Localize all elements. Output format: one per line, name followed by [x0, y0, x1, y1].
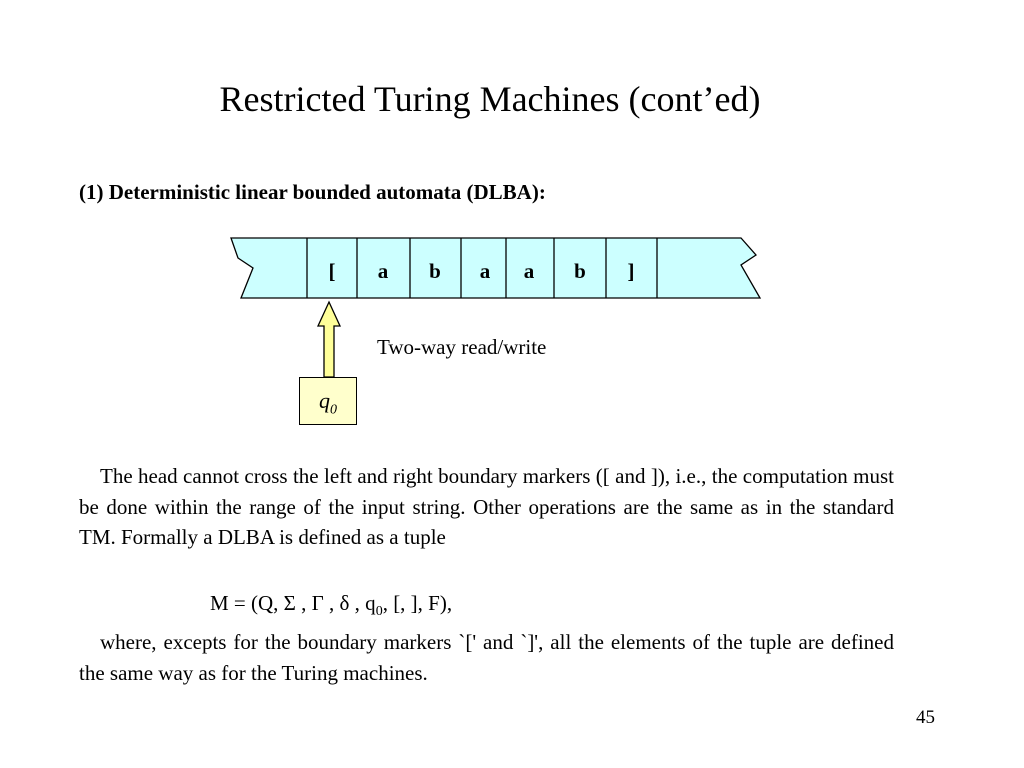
tape-cell-symbol: a — [480, 259, 491, 283]
state-symbol: q — [319, 388, 330, 413]
state-box: q0 — [299, 377, 357, 425]
tape-body — [230, 237, 762, 299]
tape-cell-symbol: a — [524, 259, 535, 283]
body-paragraph-2: where, excepts for the boundary markers … — [79, 630, 894, 685]
head-label: Two-way read/write — [377, 335, 547, 359]
body-paragraph-1: The head cannot cross the left and right… — [79, 464, 894, 549]
tuple-formula: M = (Q, Σ , Γ , δ , q0, [, ], F), — [210, 591, 453, 620]
tape-cell-symbol: b — [574, 259, 586, 283]
slide-title: Restricted Turing Machines (cont’ed) — [219, 79, 761, 119]
state-subscript: 0 — [330, 402, 337, 418]
tape-cell-symbol: b — [429, 259, 441, 283]
tape-cell-symbol: a — [378, 259, 389, 283]
head-arrow — [316, 300, 342, 378]
section-heading: (1) Deterministic linear bounded automat… — [79, 180, 546, 204]
page-number: 45 — [916, 707, 935, 728]
tape-cells: [ a b a a b] — [306, 238, 658, 298]
tape-cell-symbol: [ — [329, 259, 336, 283]
tape-cell-symbol: ] — [628, 259, 635, 283]
